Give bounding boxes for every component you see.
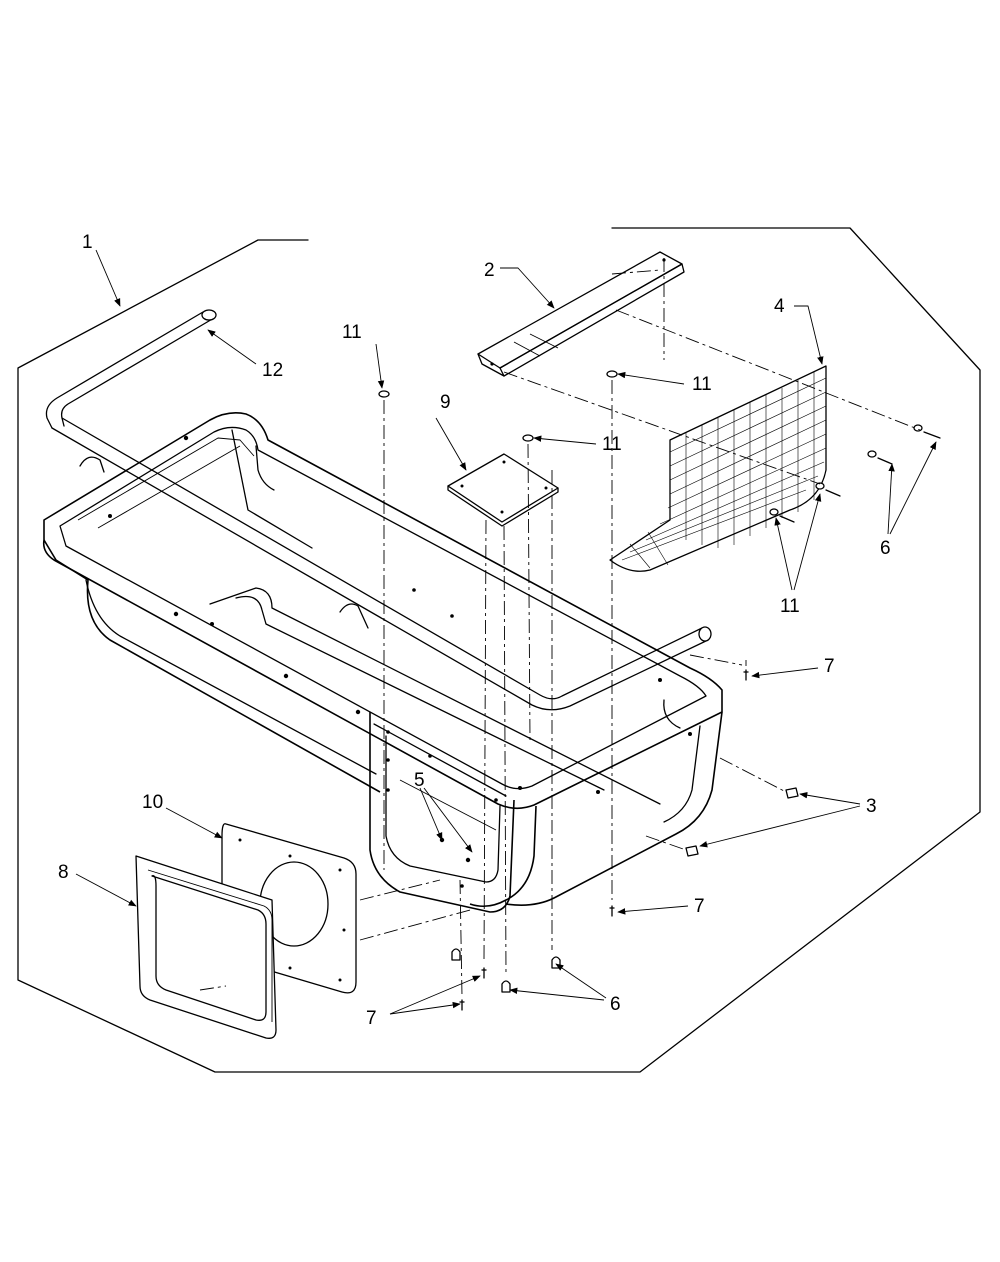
callout-11d: 11	[780, 596, 800, 617]
tub-body-part	[42, 412, 723, 913]
gasket-frame-part	[135, 855, 277, 1039]
callout-9: 9	[440, 392, 451, 413]
callout-11b: 11	[692, 374, 712, 395]
callout-5: 5	[414, 770, 425, 791]
callout-2: 2	[484, 260, 495, 281]
callout-12: 12	[262, 360, 283, 381]
alignment-lines	[199, 258, 921, 997]
mesh-screen-part	[609, 365, 827, 572]
callout-8: 8	[58, 862, 69, 883]
callout-11c: 11	[602, 434, 622, 455]
cover-plate-part	[447, 453, 559, 527]
callout-11a: 11	[342, 322, 362, 343]
callout-4: 4	[774, 296, 785, 317]
assembly-boundary	[17, 227, 981, 1073]
callout-10: 10	[142, 792, 163, 813]
callout-leaders	[75, 249, 937, 1015]
handle-rod-part	[45, 309, 712, 711]
callout-1: 1	[82, 232, 93, 253]
fasteners-group	[378, 370, 941, 1011]
callout-6b: 6	[610, 994, 621, 1015]
callout-7b: 7	[694, 896, 705, 917]
callout-labels: 1 2 3 4 5 6 6 7 7 7 8 9 10 11 11 11 11 1…	[58, 232, 891, 1029]
callout-7c: 7	[366, 1008, 377, 1029]
callout-6a: 6	[880, 538, 891, 559]
callout-7a: 7	[824, 656, 835, 677]
callout-3: 3	[866, 796, 877, 817]
top-bracket-part	[477, 251, 685, 377]
